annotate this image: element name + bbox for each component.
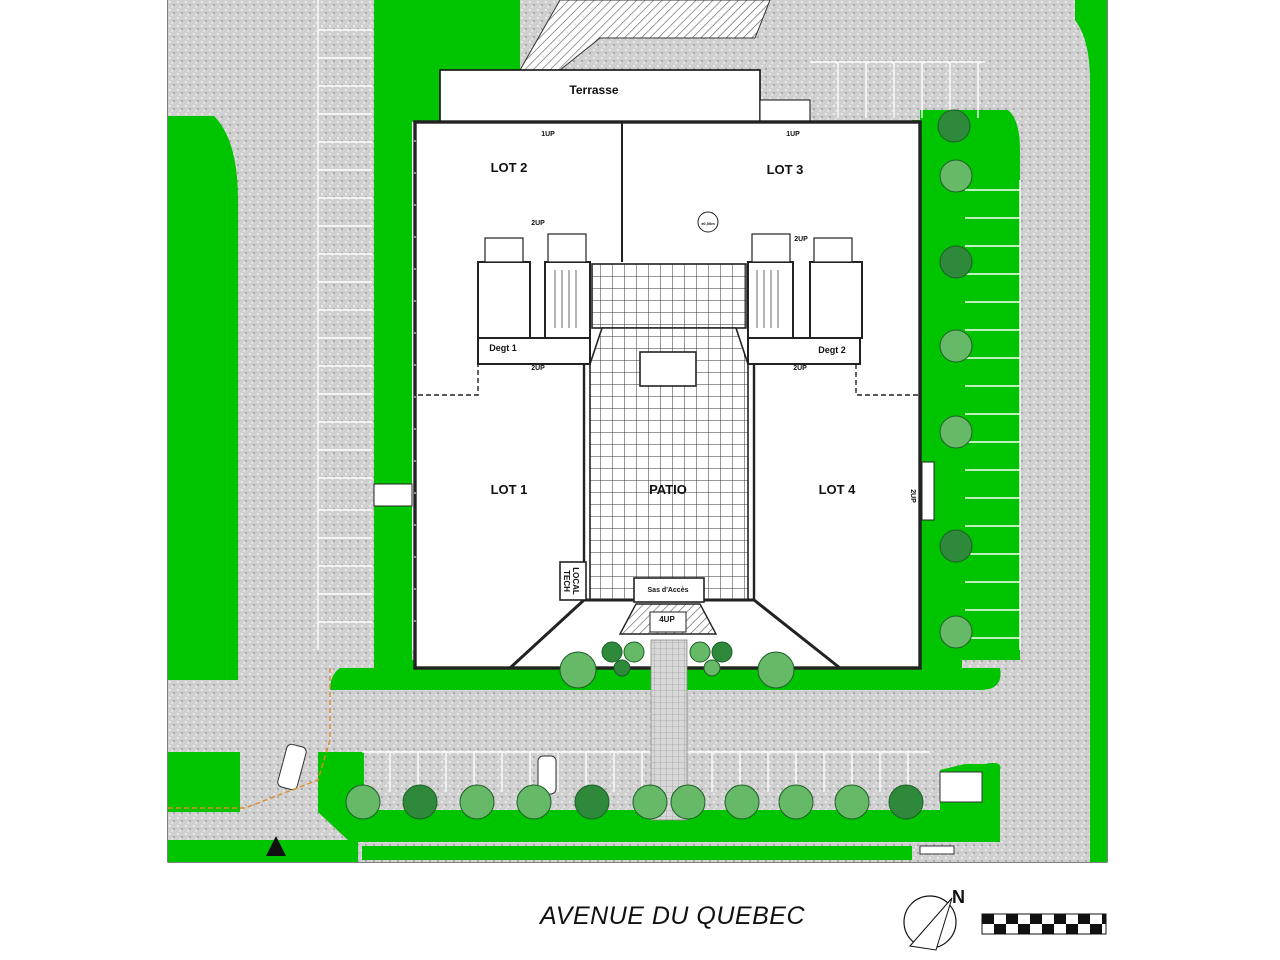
- building: [413, 120, 922, 670]
- entrance-vestibule: [633, 577, 705, 603]
- north-label: N: [952, 887, 965, 907]
- level-2up-west-top: 2UP: [531, 220, 545, 227]
- parked-car: [277, 743, 557, 795]
- west-stair: [544, 261, 591, 339]
- east-toilets: [809, 261, 863, 339]
- degt-1-label: Degt 1: [489, 343, 517, 353]
- local-tech: [559, 561, 587, 601]
- tech-label: TECH: [562, 570, 571, 592]
- level-4up-entrance: 4UP: [659, 615, 675, 624]
- terrace-label: Terrasse: [569, 83, 618, 97]
- level-2up-east-top: 2UP: [794, 236, 808, 243]
- access-label: Sas d'Accès: [648, 587, 689, 594]
- level-1up-right: 1UP: [786, 131, 800, 138]
- entry-arrow-icon: [266, 836, 286, 856]
- lot-2-label: LOT 2: [491, 160, 528, 175]
- level-2up-east-bottom: 2UP: [793, 365, 807, 372]
- scale-bar: [981, 913, 1107, 935]
- street-name: AVENUE DU QUEBEC: [540, 902, 806, 930]
- lot-3-label: LOT 3: [767, 162, 804, 177]
- property-line: [168, 668, 331, 809]
- parking-top-right: [810, 61, 985, 118]
- lot-1-label: LOT 1: [491, 482, 528, 497]
- lot-4-label: LOT 4: [819, 482, 857, 497]
- local-label: LOCAL: [571, 567, 580, 595]
- elevation-label: ±0,00m: [701, 221, 715, 226]
- east-stair: [747, 261, 794, 339]
- trees: [345, 109, 973, 820]
- parking-left: [317, 0, 372, 650]
- parking-right: [965, 180, 1021, 650]
- level-2up-east-side: 2UP: [909, 489, 916, 503]
- patio-upper-grid: [591, 263, 747, 329]
- north-arrow-icon: [903, 895, 957, 951]
- terrace: [439, 69, 811, 123]
- patio-label: PATIO: [649, 482, 687, 497]
- west-toilets: [477, 261, 531, 339]
- level-2up-west-bottom: 2UP: [531, 365, 545, 372]
- level-1up-left: 1UP: [541, 131, 555, 138]
- degt-2-label: Degt 2: [818, 345, 846, 355]
